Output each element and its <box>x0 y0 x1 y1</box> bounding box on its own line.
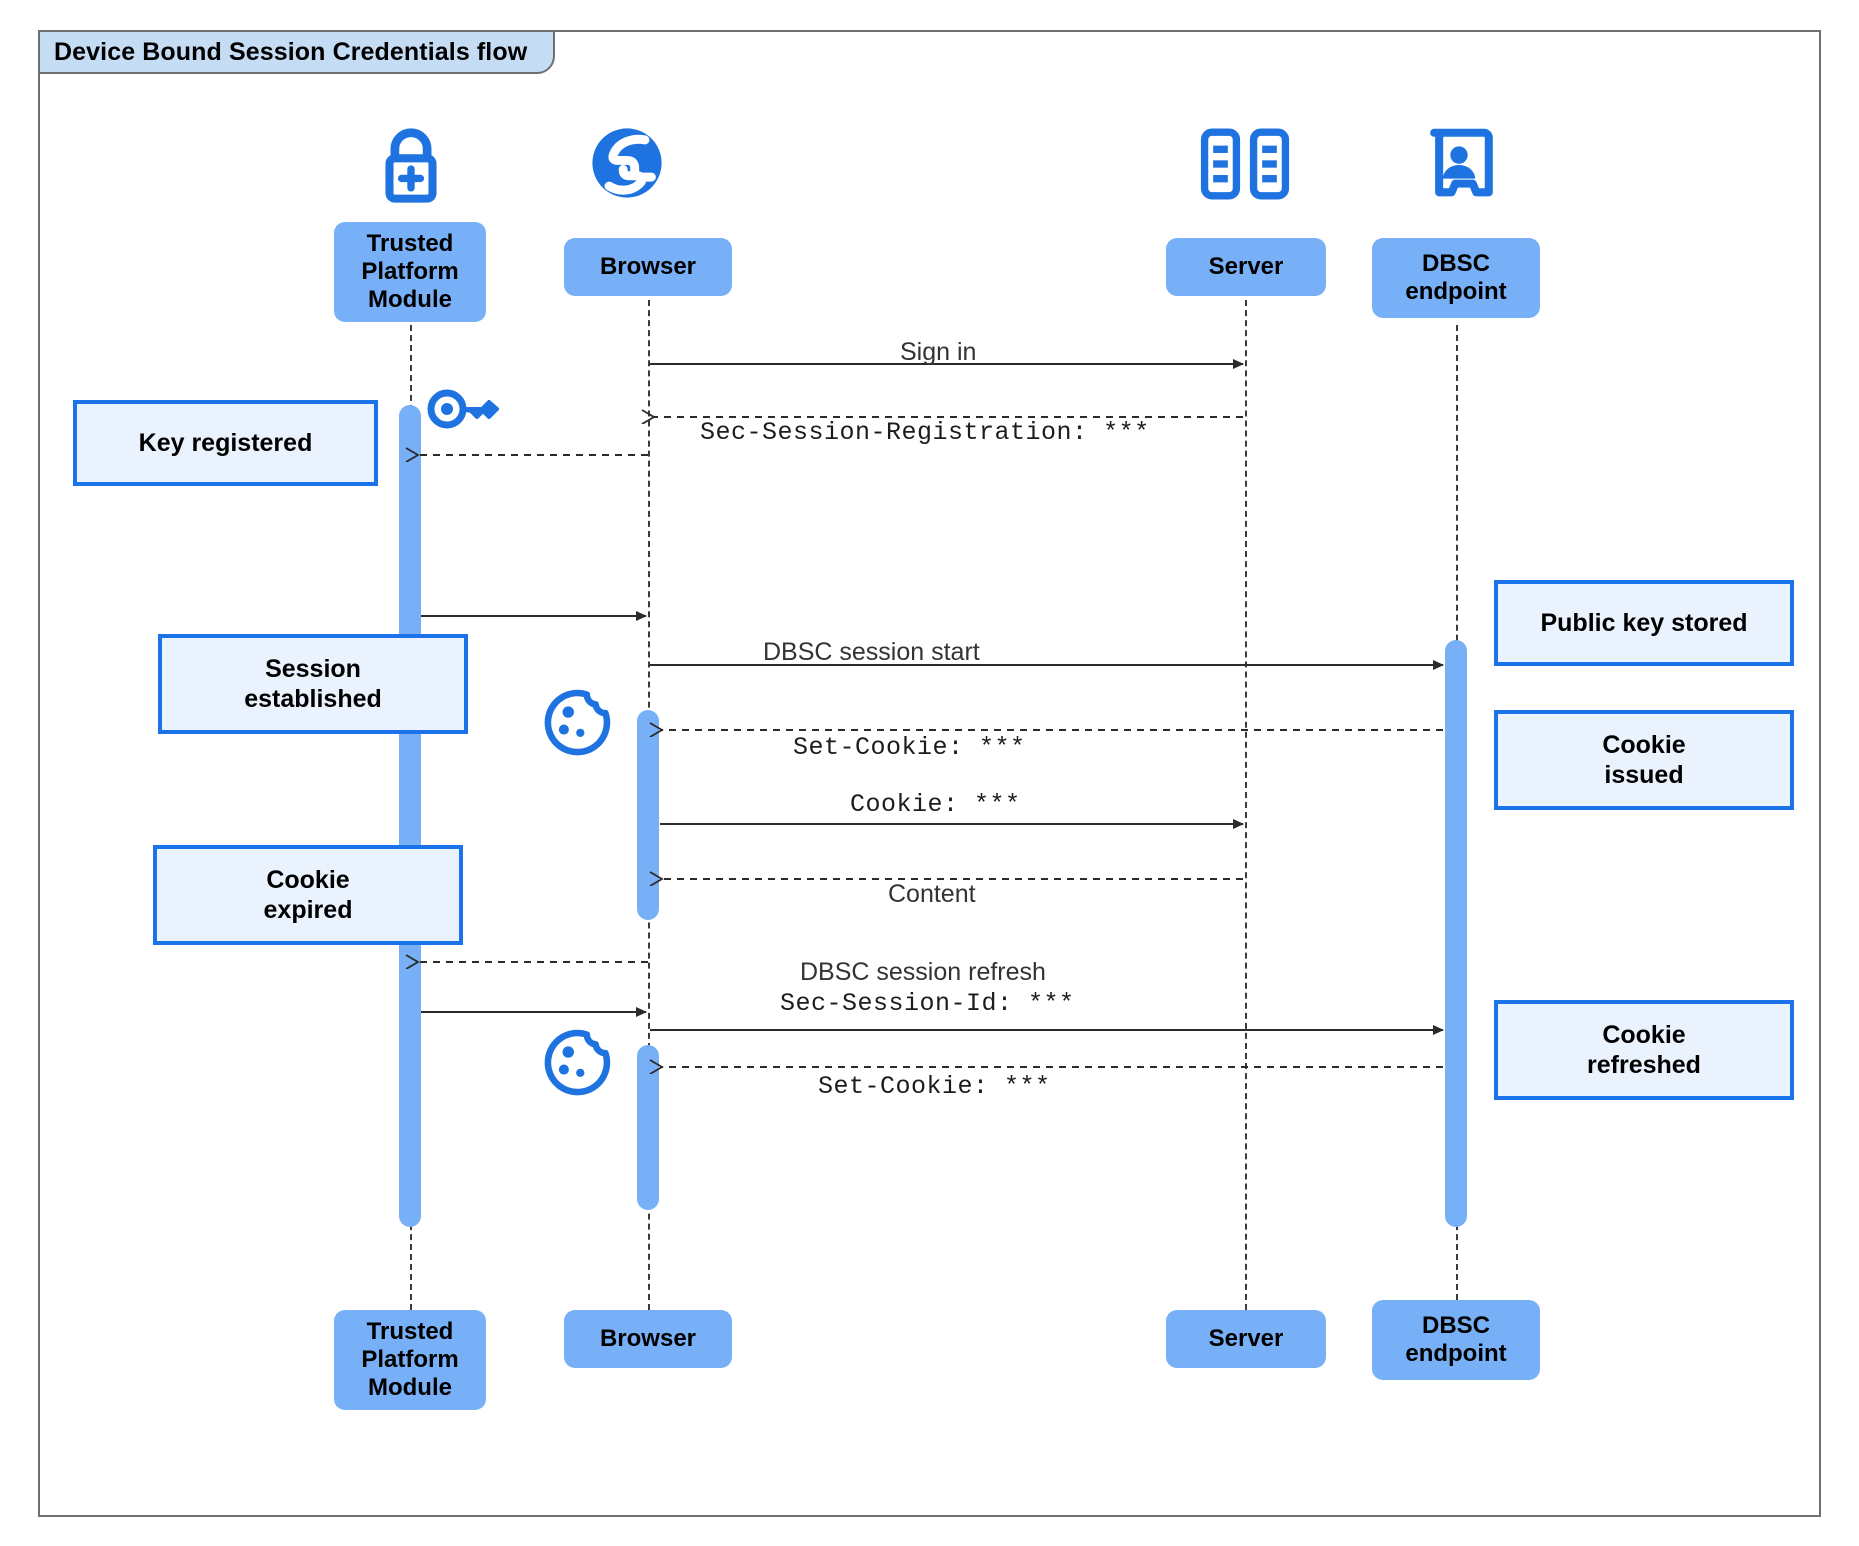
note-session-established-line2: established <box>244 685 382 713</box>
participant-server-bottom-label: Server <box>1208 1324 1284 1352</box>
activation-bar-browser-2 <box>637 1045 659 1210</box>
note-cookie-expired-line1: Cookie <box>266 865 350 894</box>
note-key-registered: Key registered <box>73 400 378 486</box>
participant-tpm-bottom[interactable]: Trusted Platform Module <box>334 1310 486 1410</box>
message-label-dbsc-session-start: DBSC session start <box>763 638 980 666</box>
server-rack-icon <box>1196 127 1294 206</box>
note-session-established-line1: Session <box>265 654 361 683</box>
note-cookie-expired: Cookie expired <box>153 845 463 945</box>
lifeline-server <box>1245 290 1247 1310</box>
participant-dbsc-label-line2: endpoint <box>1405 278 1507 305</box>
note-public-key-stored-text: Public key stored <box>1540 608 1748 637</box>
message-label-sign-in: Sign in <box>900 338 977 366</box>
participant-dbsc-bottom-label-line2: endpoint <box>1405 1340 1507 1367</box>
participant-browser-label: Browser <box>599 252 697 280</box>
message-label-dbsc-session-refresh: DBSC session refresh <box>800 958 1046 986</box>
note-key-registered-text: Key registered <box>138 428 313 457</box>
message-label-content: Content <box>888 880 976 908</box>
participant-browser-bottom-label: Browser <box>599 1324 697 1352</box>
message-label-sec-session-id: Sec-Session-Id: *** <box>780 989 1075 1018</box>
key-icon <box>424 382 502 441</box>
cookie-icon-1 <box>542 688 612 763</box>
note-cookie-expired-line2: expired <box>263 896 353 924</box>
participant-dbsc-bottom[interactable]: DBSC endpoint <box>1372 1300 1540 1380</box>
participant-tpm-label-line2: Platform <box>361 257 459 285</box>
note-cookie-issued-line1: Cookie <box>1602 730 1686 759</box>
participant-dbsc-bottom-label-line1: DBSC <box>1421 1311 1490 1339</box>
participant-tpm-bottom-label-line1: Trusted <box>366 1317 454 1345</box>
message-label-set-cookie-1: Set-Cookie: *** <box>793 733 1026 762</box>
note-cookie-issued: Cookie issued <box>1494 710 1794 810</box>
note-cookie-refreshed: Cookie refreshed <box>1494 1000 1794 1100</box>
activation-bar-browser-1 <box>637 710 659 920</box>
participant-tpm-label-line3: Module <box>367 286 452 314</box>
participant-tpm-top[interactable]: Trusted Platform Module <box>334 222 486 322</box>
cookie-icon-2 <box>542 1028 612 1103</box>
activation-bar-dbsc <box>1445 640 1467 1227</box>
participant-tpm-bottom-label-line3: Module <box>367 1374 452 1402</box>
globe-icon <box>586 122 668 209</box>
note-cookie-issued-line2: issued <box>1604 761 1684 789</box>
participant-server-bottom[interactable]: Server <box>1166 1310 1326 1368</box>
message-label-sec-session-registration: Sec-Session-Registration: *** <box>700 418 1150 447</box>
note-session-established: Session established <box>158 634 468 734</box>
participant-dbsc-label-line1: DBSC <box>1421 249 1490 277</box>
id-badge-icon <box>1423 125 1495 210</box>
participant-tpm-bottom-label-line2: Platform <box>361 1345 459 1373</box>
note-cookie-refreshed-line2: refreshed <box>1587 1051 1701 1079</box>
participant-tpm-label-line1: Trusted <box>366 229 454 257</box>
message-label-set-cookie-2: Set-Cookie: *** <box>818 1072 1051 1101</box>
participant-browser-top[interactable]: Browser <box>564 238 732 296</box>
note-cookie-refreshed-line1: Cookie <box>1602 1020 1686 1049</box>
diagram-title: Device Bound Session Credentials flow <box>38 30 556 74</box>
lock-plus-icon <box>368 122 454 213</box>
activation-bar-tpm <box>399 405 421 1227</box>
note-public-key-stored: Public key stored <box>1494 580 1794 666</box>
participant-server-top[interactable]: Server <box>1166 238 1326 296</box>
participant-server-label: Server <box>1208 252 1284 280</box>
participant-dbsc-top[interactable]: DBSC endpoint <box>1372 238 1540 318</box>
participant-browser-bottom[interactable]: Browser <box>564 1310 732 1368</box>
message-label-cookie: Cookie: *** <box>850 790 1021 819</box>
